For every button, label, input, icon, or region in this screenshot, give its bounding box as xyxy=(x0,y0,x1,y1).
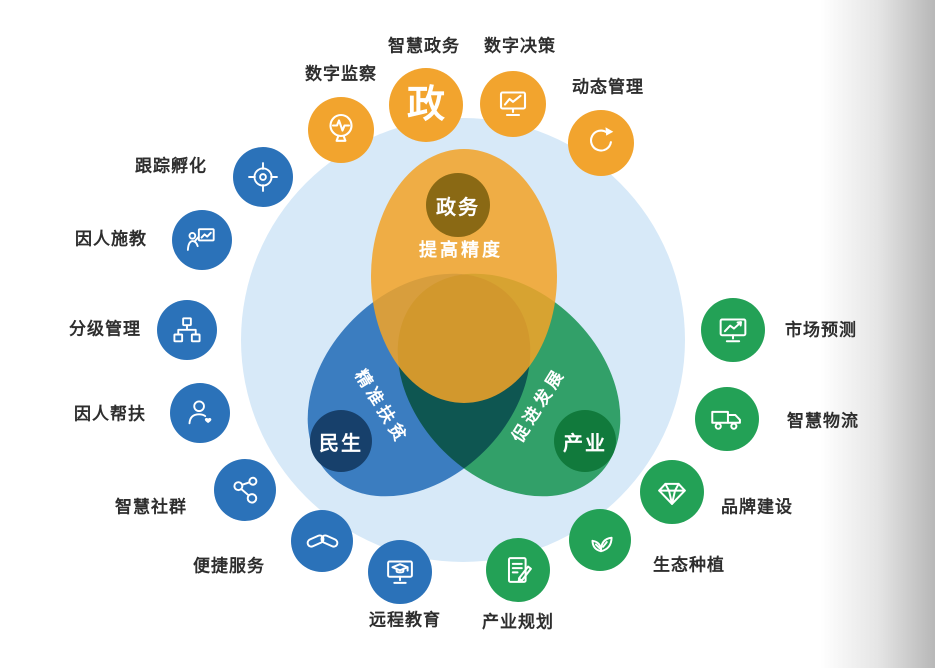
background-gradient xyxy=(820,0,935,668)
satellite-smart-logistics xyxy=(695,387,759,451)
label-individual-assistance: 因人帮扶 xyxy=(74,404,146,424)
zheng-character-icon: 政 xyxy=(406,84,445,126)
badge-gov: 政务 xyxy=(426,173,490,237)
handshake-icon xyxy=(306,533,338,548)
overlap-label-gov: 提高精度 xyxy=(419,240,503,260)
satellite-brand-building xyxy=(640,460,704,524)
label-ecological-planting: 生态种植 xyxy=(653,555,725,575)
satellite-smart-community xyxy=(214,459,276,521)
label-individualized-teaching: 因人施教 xyxy=(75,229,147,249)
satellite-individualized-teaching xyxy=(172,210,232,270)
person-heart-icon xyxy=(188,400,212,425)
satellite-smart-government: 政 xyxy=(389,68,463,142)
label-smart-government: 智慧政务 xyxy=(388,36,460,56)
label-digital-decision: 数字决策 xyxy=(484,36,556,56)
monitor-graduation-icon xyxy=(387,560,413,584)
presentation-icon xyxy=(186,228,215,251)
label-tiered-management: 分级管理 xyxy=(69,319,141,339)
sprout-icon xyxy=(590,536,613,552)
network-icon xyxy=(232,476,257,504)
monitor-trend-icon xyxy=(719,318,747,343)
satellite-ecological-planting xyxy=(569,509,631,571)
label-market-forecast: 市场预测 xyxy=(785,320,857,340)
badge-industry: 产业 xyxy=(554,410,616,472)
satellite-individual-assistance xyxy=(170,383,230,443)
truck-icon xyxy=(711,410,741,430)
label-convenient-service: 便捷服务 xyxy=(193,556,265,576)
document-pencil-icon xyxy=(507,557,532,583)
pulse-gauge-icon xyxy=(329,113,353,142)
satellite-digital-decision xyxy=(480,71,546,137)
label-distance-education: 远程教育 xyxy=(369,610,441,630)
diamond-icon xyxy=(658,482,686,505)
label-digital-supervision: 数字监察 xyxy=(305,64,377,84)
satellite-market-forecast xyxy=(701,298,765,362)
label-smart-logistics: 智慧物流 xyxy=(787,411,859,431)
label-industry-planning: 产业规划 xyxy=(482,612,554,632)
satellite-dynamic-management xyxy=(568,110,634,176)
label-dynamic-management: 动态管理 xyxy=(572,77,644,97)
satellite-tracking-incubation xyxy=(233,147,293,207)
satellite-industry-planning xyxy=(486,538,550,602)
refresh-arrow-icon xyxy=(590,127,614,152)
target-icon xyxy=(248,162,278,192)
satellite-convenient-service xyxy=(291,510,353,572)
monitor-chart-icon xyxy=(499,91,527,117)
satellite-distance-education xyxy=(368,540,432,604)
label-smart-community: 智慧社群 xyxy=(115,497,187,517)
label-tracking-incubation: 跟踪孵化 xyxy=(135,156,207,176)
satellite-tiered-management xyxy=(157,300,217,360)
satellite-digital-supervision xyxy=(308,97,374,163)
hierarchy-icon xyxy=(173,317,201,343)
badge-people: 民生 xyxy=(310,410,372,472)
label-brand-building: 品牌建设 xyxy=(721,497,793,517)
